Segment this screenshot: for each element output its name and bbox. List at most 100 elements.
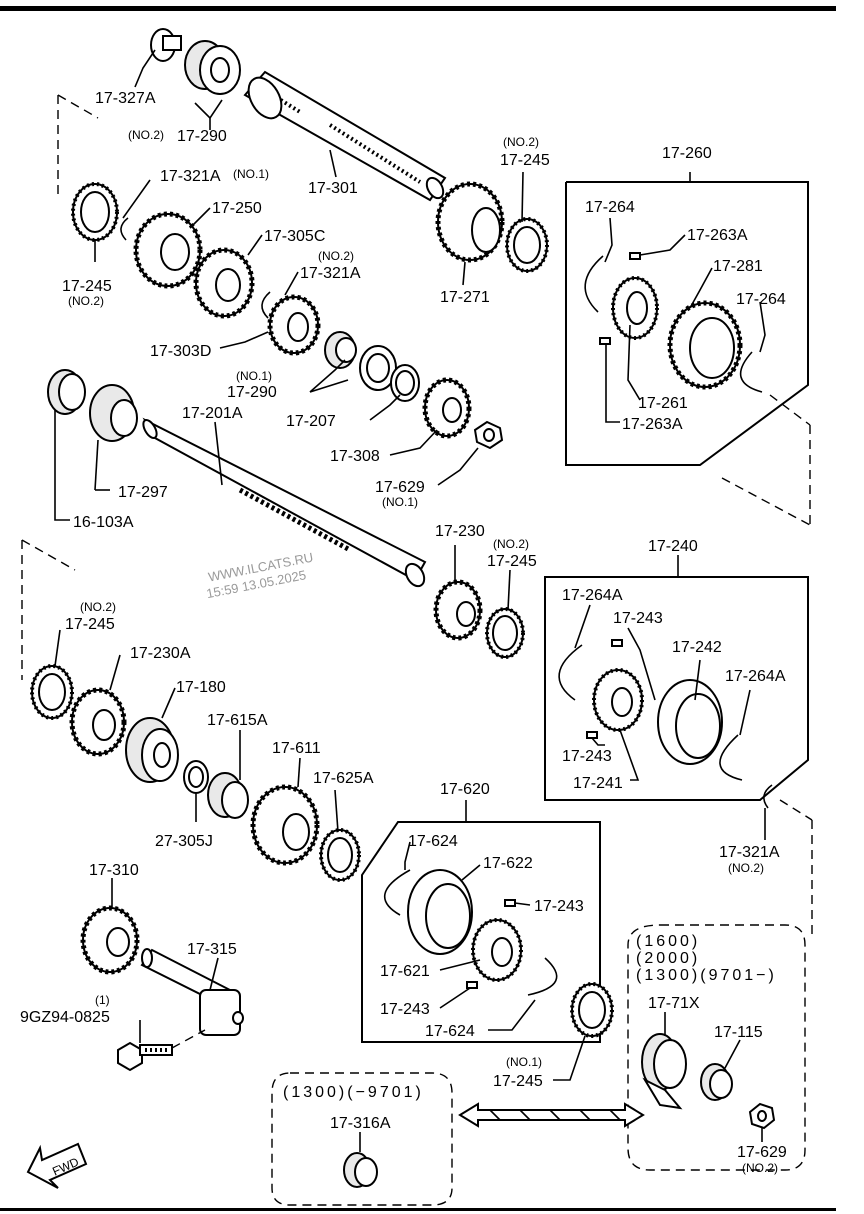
label-17-281: 17-281	[713, 258, 763, 275]
sync-ring-17-245-no2-mid[interactable]	[485, 607, 525, 659]
gear-17-611[interactable]	[250, 784, 320, 866]
label-no2-d: (NO.2)	[318, 249, 354, 263]
snap-ring-17-624-lower[interactable]	[527, 957, 558, 996]
key-17-243-box620-lower[interactable]	[466, 981, 478, 989]
sync-ring-17-245-no2-left[interactable]	[71, 182, 119, 242]
part-17-115[interactable]	[700, 1063, 733, 1101]
bottom-border	[0, 1208, 836, 1211]
dash-17-240-a	[779, 799, 813, 821]
label-17-230A: 17-230A	[130, 645, 191, 662]
label-17-290-b: 17-290	[227, 384, 277, 401]
gear-17-230A[interactable]	[69, 687, 127, 757]
snap-ring-17-321A-no1[interactable]	[120, 217, 129, 241]
snap-ring-17-321A-no2-right[interactable]	[763, 784, 773, 809]
snap-ring-17-264A-right[interactable]	[719, 734, 743, 781]
shaft-17-315[interactable]	[140, 948, 244, 1036]
label-27-305J: 27-305J	[155, 833, 213, 850]
label-no1-c: (NO.1)	[382, 495, 418, 509]
label-17-240: 17-240	[648, 538, 698, 555]
label-17-260: 17-260	[662, 145, 712, 162]
label-17-71X: 17-71X	[648, 995, 700, 1012]
label-17-207: 17-207	[286, 413, 336, 430]
label-17-261: 17-261	[638, 395, 688, 412]
gear-17-230[interactable]	[433, 579, 483, 641]
snap-ring-17-264-left[interactable]	[584, 255, 604, 313]
sync-ring-17-245-no2-upper[interactable]	[505, 217, 549, 273]
hub-17-241[interactable]	[592, 668, 644, 732]
snap-ring-17-321A-no2[interactable]	[261, 291, 271, 319]
label-17-305C: 17-305C	[264, 228, 325, 245]
part-labels: 17-327A (NO.2) 17-290 17-321A (NO.1) 17-…	[20, 90, 787, 1175]
bolt-9GZ94-0825[interactable]	[117, 1041, 173, 1072]
leader-lines	[54, 49, 766, 1152]
bearing-17-290-no1[interactable]	[324, 331, 357, 369]
interchange-arrow	[458, 1102, 645, 1128]
option-box-1600-2000	[627, 924, 806, 1171]
label-no1-b: (NO.1)	[236, 369, 272, 383]
label-17-290-a: 17-290	[177, 128, 227, 145]
sync-ring-17-625A[interactable]	[319, 828, 361, 882]
label-17-624-a: 17-624	[408, 833, 458, 850]
label-17-245-a: 17-245	[500, 152, 550, 169]
sleeve-17-622[interactable]	[407, 869, 473, 955]
part-17-71X[interactable]	[641, 1033, 687, 1110]
gear-17-250[interactable]	[133, 211, 203, 289]
sleeve-17-242[interactable]	[657, 679, 723, 765]
label-17-250: 17-250	[212, 200, 262, 217]
countershaft-17-201A[interactable]	[141, 417, 428, 590]
bearing-17-180[interactable]	[125, 717, 179, 783]
washer-17-207[interactable]	[390, 364, 420, 402]
label-no2-g: (NO.2)	[728, 861, 764, 875]
shim-27-305J[interactable]	[183, 760, 209, 794]
bearing-17-615A[interactable]	[207, 772, 249, 819]
label-9GZ94-0825: 9GZ94-0825	[20, 1009, 110, 1026]
main-shaft-17-301[interactable]	[242, 70, 447, 202]
gear-17-308[interactable]	[422, 377, 472, 439]
hub-17-621[interactable]	[471, 918, 523, 982]
label-17-243-a: 17-243	[613, 610, 663, 627]
label-17-245-d: 17-245	[65, 616, 115, 633]
label-no2-b: (NO.2)	[503, 135, 539, 149]
label-1300-m9701: (1300)(−9701)	[283, 1084, 424, 1101]
key-17-263A-upper[interactable]	[629, 252, 641, 260]
part-17-327A[interactable]	[150, 28, 182, 62]
label-17-622: 17-622	[483, 855, 533, 872]
label-16-103A: 16-103A	[73, 514, 134, 531]
label-no2-e: (NO.2)	[493, 537, 529, 551]
sleeve-17-281[interactable]	[667, 300, 743, 390]
part-17-316A[interactable]	[343, 1152, 378, 1188]
gear-17-271[interactable]	[435, 181, 505, 263]
key-17-243-box620-upper[interactable]	[504, 899, 516, 907]
bearing-17-290-no2[interactable]	[184, 40, 241, 95]
dash-left-mid-a	[21, 539, 76, 571]
snap-ring-17-264A-left[interactable]	[558, 644, 583, 701]
label-no2-c: (NO.2)	[68, 294, 104, 308]
key-17-243-lower[interactable]	[586, 731, 598, 739]
label-no2-h: (NO.2)	[742, 1161, 778, 1175]
key-17-243-upper[interactable]	[611, 639, 623, 647]
label-17-243-b: 17-243	[562, 748, 612, 765]
bolt-guide-line	[171, 1029, 206, 1049]
label-17-297: 17-297	[118, 484, 168, 501]
sync-ring-17-245-no1[interactable]	[570, 982, 614, 1038]
label-17-308: 17-308	[330, 448, 380, 465]
gear-17-305C[interactable]	[193, 247, 255, 319]
label-17-264A-a: 17-264A	[562, 587, 623, 604]
gear-17-310[interactable]	[80, 905, 140, 975]
hub-17-261[interactable]	[611, 276, 659, 340]
label-17-245-e: 17-245	[493, 1073, 543, 1090]
gear-17-303D[interactable]	[267, 294, 321, 356]
bearing-16-103A[interactable]	[47, 369, 86, 415]
snap-ring-17-624-upper[interactable]	[383, 869, 411, 916]
label-17-243-c: 17-243	[534, 898, 584, 915]
label-17-327A: 17-327A	[95, 90, 156, 107]
key-17-263A-lower[interactable]	[599, 337, 611, 345]
label-17-629-b: 17-629	[737, 1144, 787, 1161]
bearing-17-297[interactable]	[89, 384, 138, 442]
snap-ring-17-264-right[interactable]	[739, 351, 763, 393]
label-no2-a: (NO.2)	[128, 128, 164, 142]
nut-17-629-no2[interactable]	[748, 1102, 776, 1130]
label-17-264-b: 17-264	[736, 291, 786, 308]
nut-17-629-no1[interactable]	[473, 420, 504, 450]
sync-ring-17-245-no2-lower-left[interactable]	[30, 664, 74, 720]
